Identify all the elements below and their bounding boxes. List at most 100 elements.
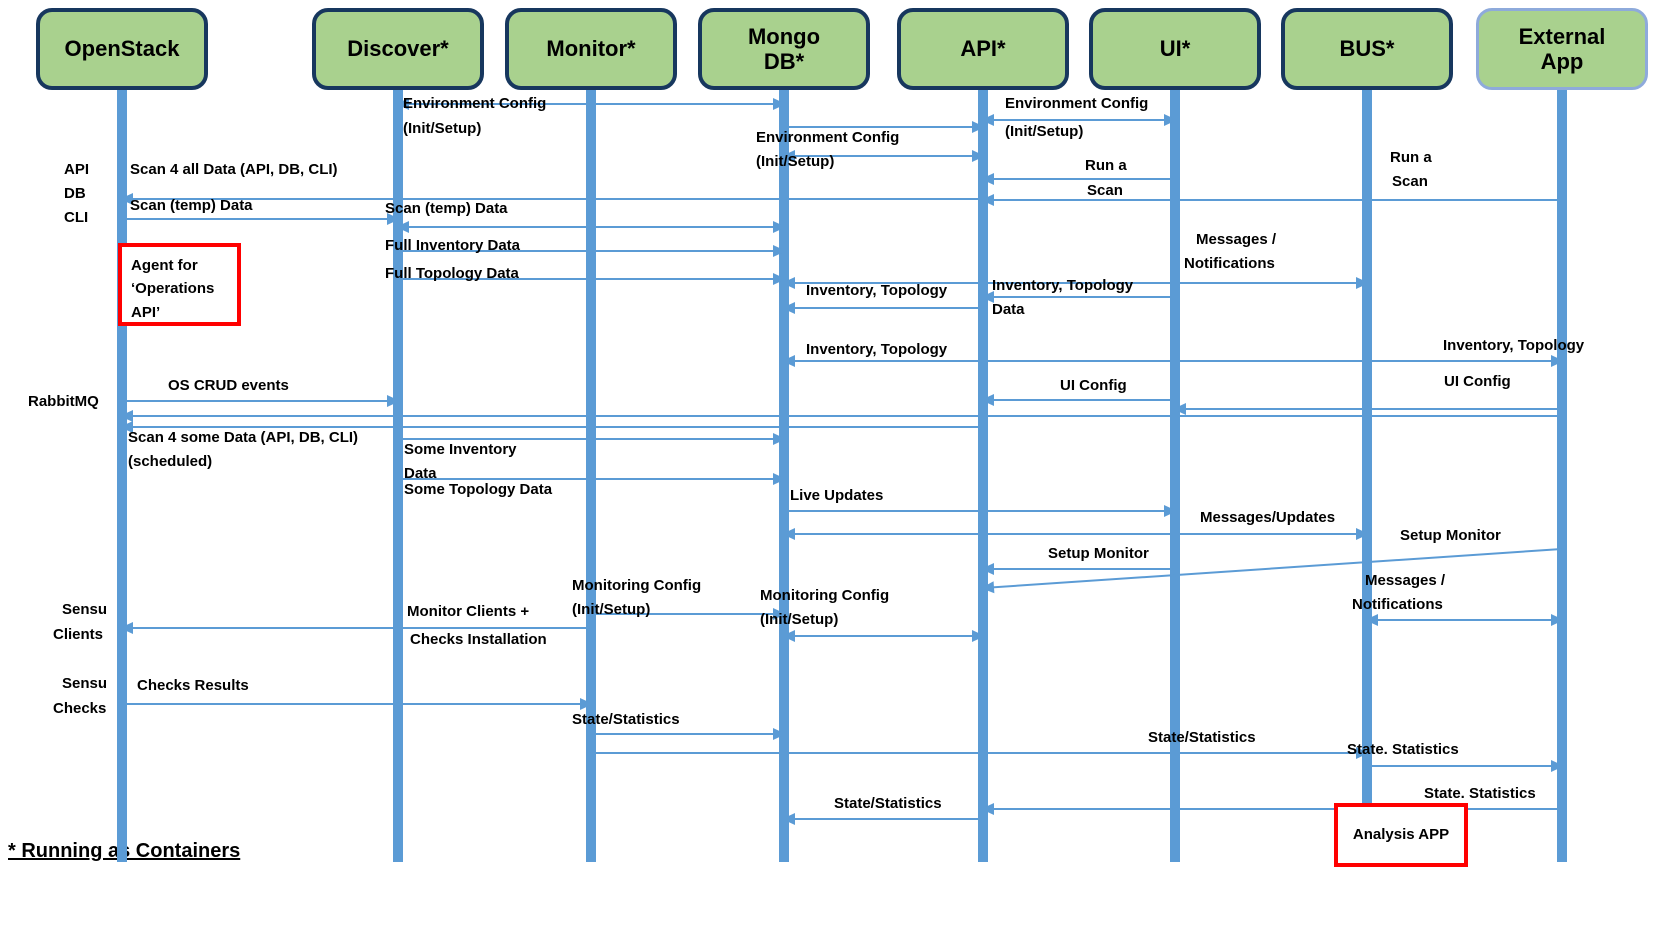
message-label: Setup Monitor [1048, 545, 1149, 562]
message-label: Notifications [1352, 596, 1443, 613]
arrowhead-left [782, 528, 795, 540]
message-label: Sensu [62, 601, 108, 618]
arrowhead-right [1356, 277, 1369, 289]
message-label: Messages / [1365, 572, 1446, 589]
arrowhead-left [981, 563, 994, 575]
arrowhead-right [580, 698, 593, 710]
arrowhead-right [1164, 505, 1177, 517]
arrowhead-left [782, 277, 795, 289]
participant-box-mongodb: Mongo DB* [698, 8, 870, 90]
arrowhead-left [981, 394, 994, 406]
message-label: UI Config [1060, 377, 1127, 394]
message-label: Monitoring Config [760, 587, 890, 604]
message-arrow-run-a-scan-ui-api [981, 173, 1175, 185]
message-label: Data [992, 301, 1025, 318]
arrowhead-right [773, 728, 786, 740]
arrowhead-right [1356, 747, 1369, 759]
message-label: Monitor Clients + [407, 603, 530, 620]
message-label: Messages / [1196, 231, 1277, 248]
message-label: Inventory, Topology [806, 341, 948, 358]
message-label: RabbitMQ [28, 393, 99, 410]
arrowhead-right [1356, 528, 1369, 540]
arrowhead-left [120, 421, 133, 433]
arrowhead-right [773, 221, 786, 233]
arrowhead-right [1164, 114, 1177, 126]
message-label: State. Statistics [1424, 785, 1536, 802]
participant-box-openstack: OpenStack [36, 8, 208, 90]
arrowhead-left [1173, 403, 1186, 415]
message-arrow-scan-4-all-data [120, 193, 983, 205]
message-arrow-inventory-topology-long [782, 355, 1564, 367]
message-arrow-state-statistics-to-bus [591, 747, 1369, 759]
message-arrow-scan-temp-data-left [122, 213, 400, 225]
message-label: Data [404, 465, 437, 482]
message-label: Inventory, Topology [806, 282, 948, 299]
arrowhead-left [782, 813, 795, 825]
arrowhead-left [120, 193, 133, 205]
participant-box-bus: BUS* [1281, 8, 1453, 90]
message-arrow-long-line-full-width [120, 410, 1562, 422]
message-label: Environment Config [403, 95, 547, 112]
message-label: Environment Config [1005, 95, 1149, 112]
message-label: (Init/Setup) [760, 611, 839, 628]
arrowhead-left [396, 221, 409, 233]
message-label: Sensu [62, 675, 108, 692]
message-label: Full Inventory Data [385, 237, 521, 254]
message-label: Some Inventory [404, 441, 517, 458]
message-label: Scan [1392, 173, 1428, 190]
message-label: UI Config [1444, 373, 1511, 390]
message-arrow-state-statistics-from-external [981, 803, 1562, 815]
arrowhead-right [773, 608, 786, 620]
message-label: Notifications [1184, 255, 1275, 272]
message-label: State. Statistics [1347, 741, 1459, 758]
message-arrow-messages-updates [782, 528, 1369, 540]
message-arrow-state-statistics-api-mongo [782, 813, 983, 825]
message-label: (Init/Setup) [572, 601, 651, 618]
message-arrow-env-config-mongo-api-1 [784, 121, 985, 133]
message-arrow-inventory-topology-data-ui [981, 291, 1175, 303]
arrowhead-right [773, 98, 786, 110]
arrowhead-left [981, 173, 994, 185]
message-label: OS CRUD events [168, 377, 289, 394]
message-label: Monitoring Config [572, 577, 702, 594]
message-label: Setup Monitor [1400, 527, 1501, 544]
message-arrow-some-topology-data [398, 473, 786, 485]
message-arrow-ui-config-ui-api [981, 394, 1175, 406]
arrowhead-left [782, 355, 795, 367]
message-label: Scan 4 some Data (API, DB, CLI) [128, 429, 359, 446]
arrowhead-left [120, 410, 133, 422]
message-label: (Init/Setup) [403, 120, 482, 137]
arrowhead-right [773, 245, 786, 257]
message-label: Run a [1390, 149, 1432, 166]
message-arrow-monitoring-config-mongo-api [782, 630, 985, 642]
message-label: Run a [1085, 157, 1127, 174]
message-arrow-monitoring-config-monitor [591, 608, 786, 620]
message-arrow-state-statistics-monitor [591, 728, 786, 740]
arrowhead-left [782, 150, 795, 162]
message-arrow-env-config-discover-mongo [396, 98, 786, 110]
message-arrow-messages-notifications-2 [1365, 614, 1564, 626]
lifeline-monitor [586, 90, 596, 862]
lifeline-ui [1170, 90, 1180, 862]
message-arrow-scan-temp-data-right [396, 221, 786, 233]
message-arrow-run-a-scan-external-api [981, 194, 1562, 206]
participant-box-api: API* [897, 8, 1069, 90]
arrowhead-left [120, 622, 133, 634]
message-arrow-monitor-clients-checks [120, 622, 591, 634]
lifeline-openstack [117, 90, 127, 862]
message-label: State/Statistics [834, 795, 942, 812]
message-label: Environment Config [756, 129, 900, 146]
lifeline-api [978, 90, 988, 862]
message-arrow-some-inventory-data [398, 433, 786, 445]
message-label: Scan (temp) Data [130, 197, 253, 214]
message-label: State/Statistics [572, 711, 680, 728]
message-label: (scheduled) [128, 453, 213, 470]
arrowhead-left [981, 194, 994, 206]
message-arrow-state-statistics-to-external [1367, 760, 1564, 772]
arrowhead-right [1551, 760, 1564, 772]
message-arrow-full-inventory-data [398, 245, 786, 257]
message-label: API [64, 161, 90, 178]
arrowhead-right [773, 473, 786, 485]
message-label: Inventory, Topology [992, 277, 1134, 294]
